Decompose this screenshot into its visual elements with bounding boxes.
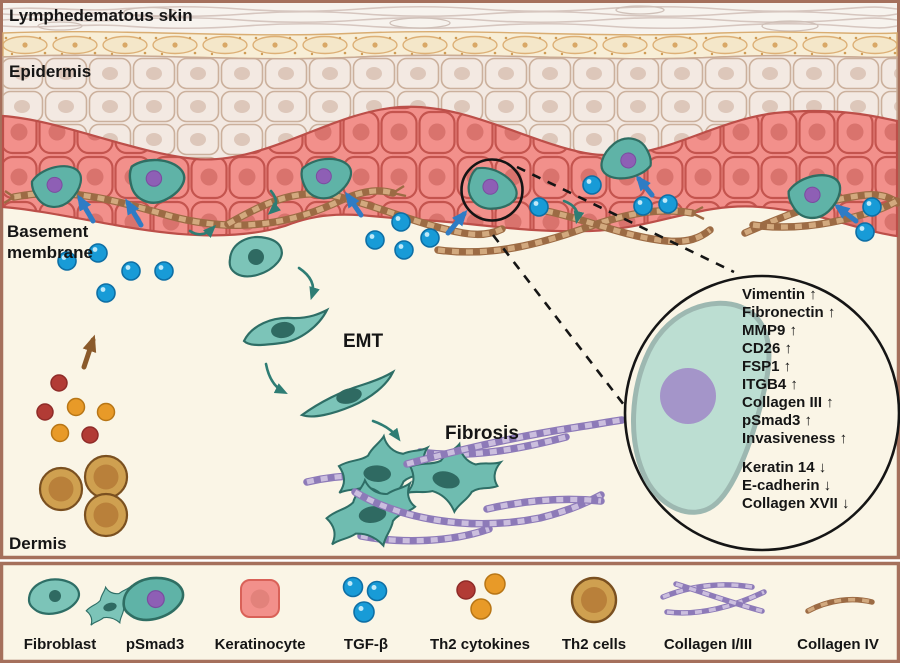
inset-marker-list: Vimentin ↑ Fibronectin ↑ MMP9 ↑ CD26 ↑ F…: [742, 286, 850, 512]
inset-marker: CD26 ↑: [742, 340, 792, 357]
legend-label-keratinocyte: Keratinocyte: [215, 636, 306, 653]
legend-label-tgf-beta: TGF-β: [344, 636, 388, 653]
inset-cell-nucleus: [660, 368, 716, 424]
membrane-degradation-arrows: [188, 189, 585, 238]
label-dermis: Dermis: [9, 534, 67, 553]
label-lymphedematous-skin: Lymphedematous skin: [9, 6, 193, 25]
label-basement-membrane-2: membrane: [7, 243, 93, 262]
basement-membrane-collagen-iv: [3, 184, 897, 252]
inset-marker: Vimentin ↑: [742, 286, 817, 303]
inset-marker: MMP9 ↑: [742, 322, 797, 339]
th2-cell-icon: [570, 576, 618, 624]
main-panel: Vimentin ↑ Fibronectin ↑ MMP9 ↑ CD26 ↑ F…: [0, 0, 900, 560]
magnifier-circle: [460, 158, 524, 222]
legend-label-fibroblast: Fibroblast: [24, 636, 97, 653]
psmad3-keratinocytes: [27, 133, 848, 225]
legend-label-th2-cytokines: Th2 cytokines: [430, 636, 530, 653]
inset-marker: pSmad3 ↑: [742, 412, 812, 429]
inset-magnifier: Vimentin ↑ Fibronectin ↑ MMP9 ↑ CD26 ↑ F…: [623, 274, 900, 552]
th2-cytokines: [36, 374, 116, 444]
tgf-beta-molecules: [57, 175, 882, 303]
inset-marker: FSP1 ↑: [742, 358, 791, 375]
inset-marker: Collagen XVII ↓: [742, 495, 850, 512]
inset-marker: Invasiveness ↑: [742, 430, 847, 447]
label-epidermis: Epidermis: [9, 62, 91, 81]
fibroblast-cells-icon: [27, 578, 141, 631]
psmad3-cell-icon: [120, 574, 186, 623]
legend-label-psmad3: pSmad3: [126, 636, 184, 653]
invasion-arrows: [77, 174, 859, 236]
tgf-beta-icon: [342, 576, 388, 623]
fibrosis-cluster: [307, 420, 622, 554]
inset-marker: ITGB4 ↑: [742, 376, 798, 393]
th2-area: [36, 334, 129, 538]
inset-marker: Collagen III ↑: [742, 394, 834, 411]
label-fibrosis: Fibrosis: [445, 423, 519, 444]
inset-marker: Keratin 14 ↓: [742, 459, 826, 476]
legend-label-th2-cells: Th2 cells: [562, 636, 626, 653]
th2-cells: [38, 454, 129, 538]
legend-panel: Fibroblast pSmad3 Keratinocyte TGF-β Th2…: [0, 561, 900, 663]
th2-cytokines-icon: [456, 573, 506, 620]
stratum-corneum-layer: [2, 3, 898, 35]
legend-label-collagen-1-3: Collagen I/III: [664, 636, 752, 653]
inset-marker: Fibronectin ↑: [742, 304, 835, 321]
emt-sequence: [228, 235, 401, 442]
callout-line-top: [516, 165, 735, 274]
legend-label-collagen-4: Collagen IV: [797, 636, 879, 653]
label-emt: EMT: [343, 331, 384, 352]
keratinocyte-icon: [240, 579, 280, 618]
inset-marker: E-cadherin ↓: [742, 477, 831, 494]
label-basement-membrane-1: Basement: [7, 222, 89, 241]
callout-line-bottom: [491, 234, 626, 406]
